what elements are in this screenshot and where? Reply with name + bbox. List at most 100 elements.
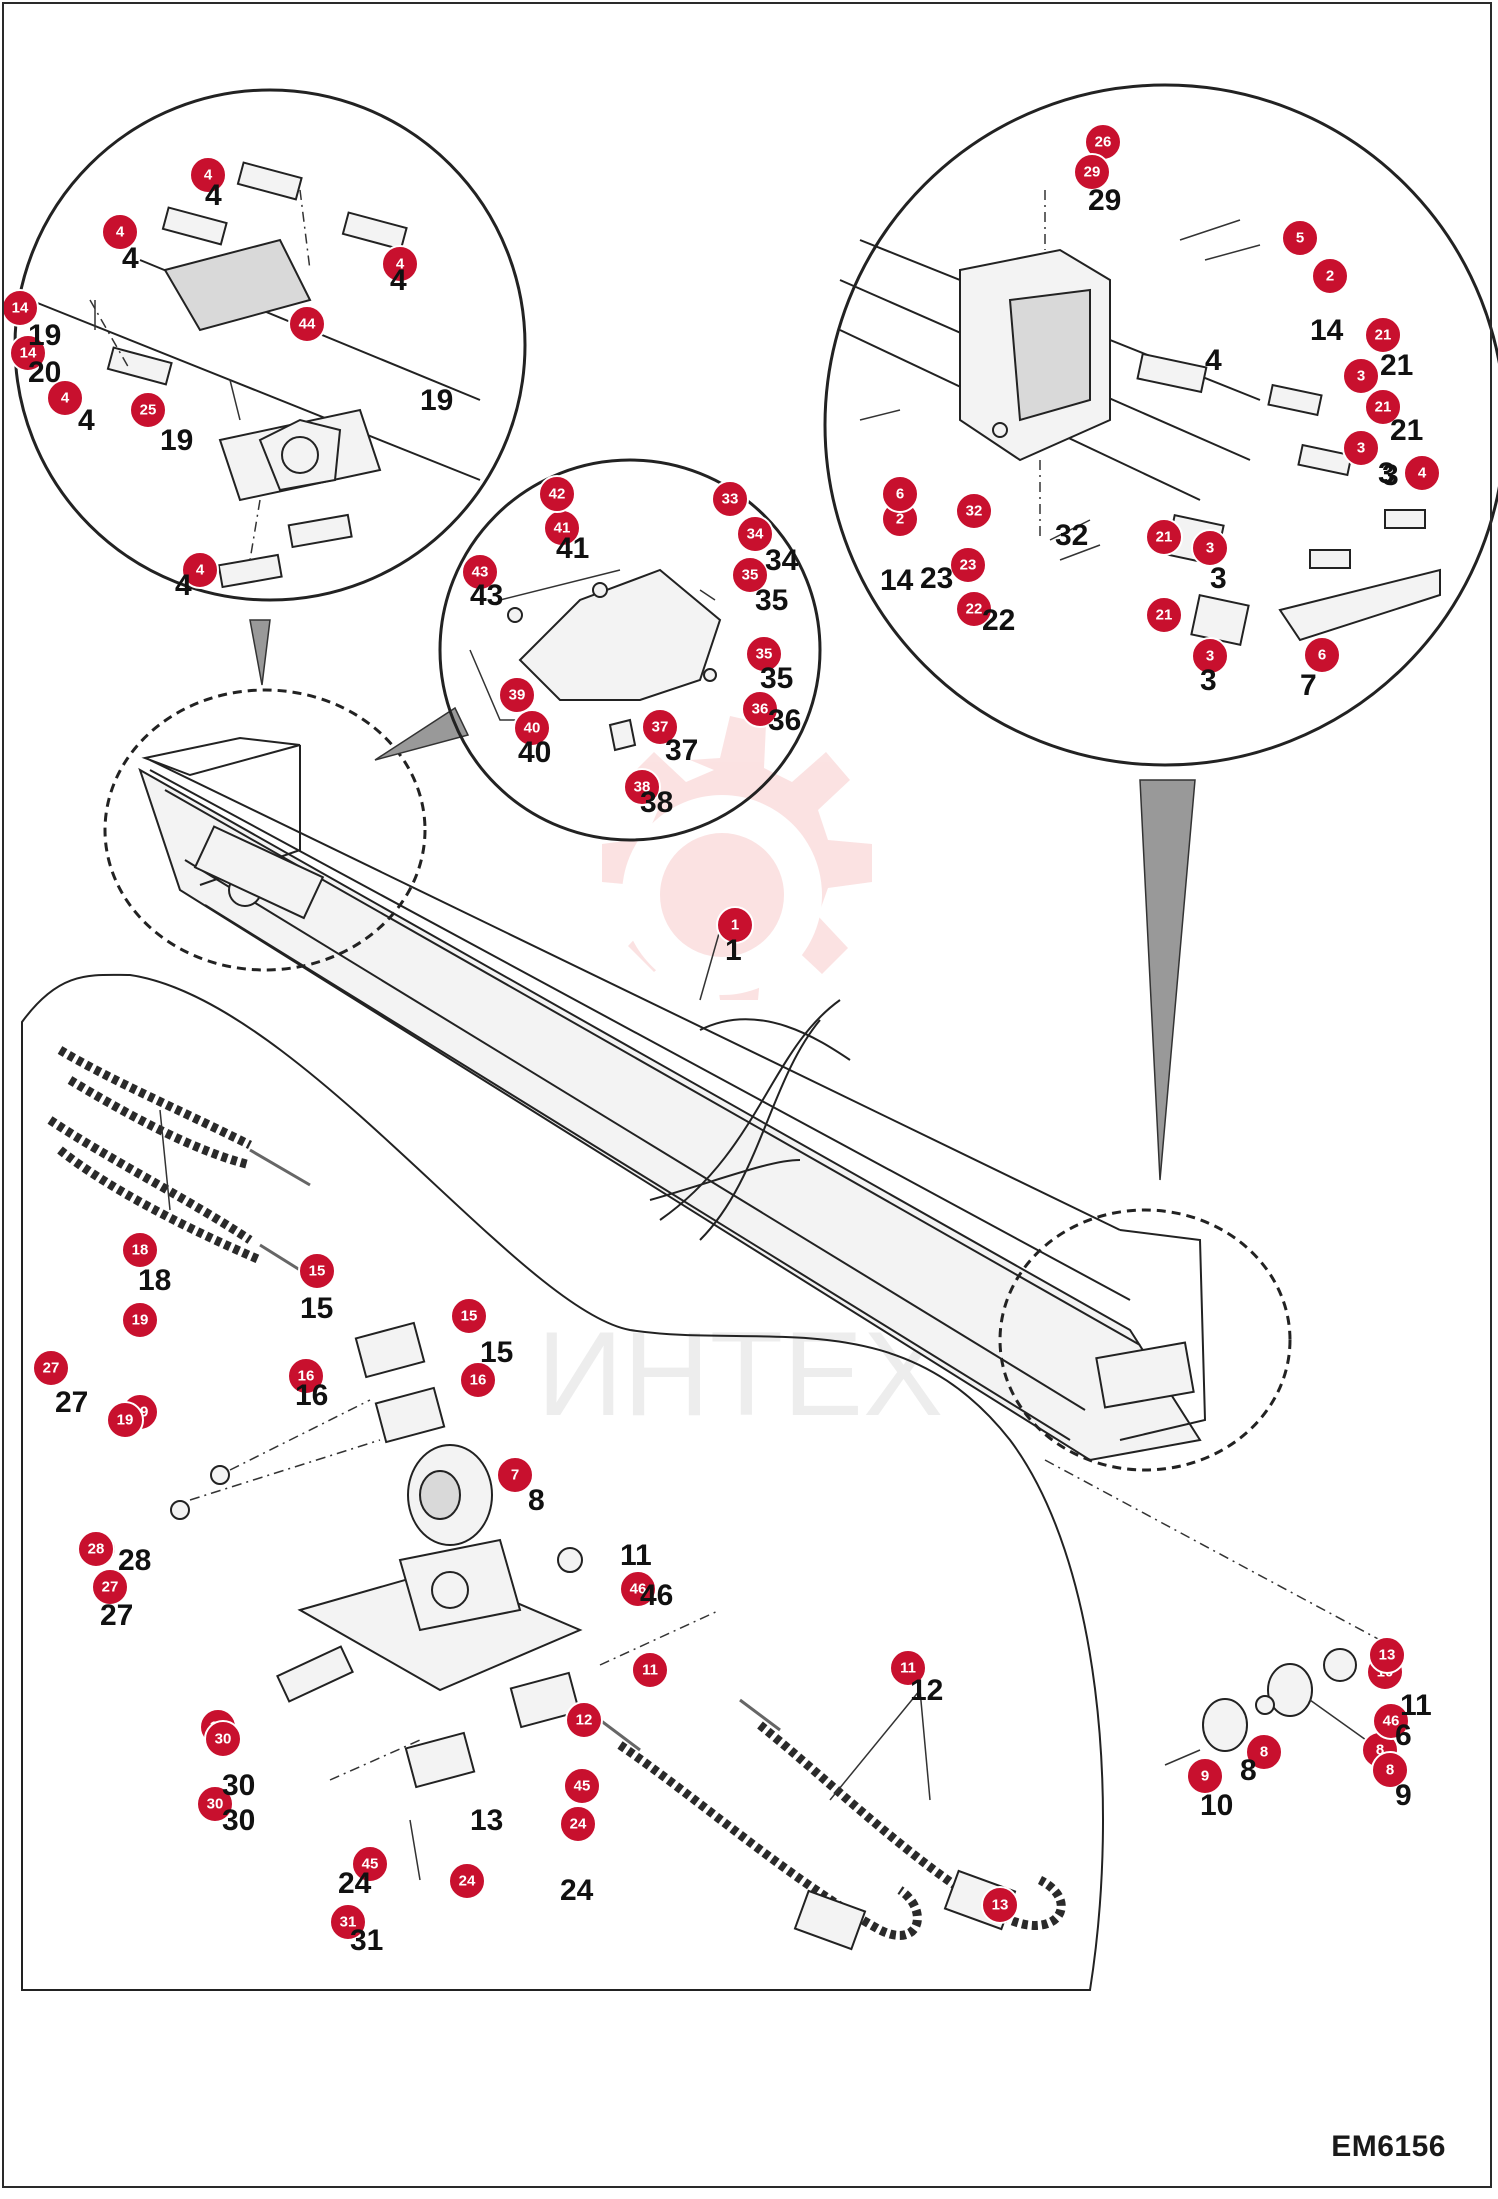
callout-badge-6: 6	[882, 476, 918, 512]
callout-label-3: 3	[1200, 664, 1217, 697]
callout-badge-number: 12	[576, 1712, 593, 1729]
callout-badge-number: 21	[1375, 327, 1392, 344]
callout-badge-number: 25	[140, 402, 157, 419]
callout-label-21: 21	[1380, 349, 1413, 382]
callout-badge-number: 40	[524, 720, 541, 737]
callout-label-3: 3	[1210, 562, 1227, 595]
callout-label-24: 24	[560, 1874, 594, 1907]
callout-badge-27: 27	[33, 1350, 69, 1386]
callout-badge-number: 24	[570, 1816, 587, 1833]
callout-badge-23: 23	[950, 547, 986, 583]
callout-badge-number: 24	[459, 1873, 476, 1890]
callout-badge-number: 18	[132, 1242, 149, 1259]
callout-label-22: 22	[982, 604, 1015, 637]
callout-badge-number: 15	[309, 1263, 326, 1280]
callout-badge-number: 13	[1379, 1647, 1396, 1664]
callout-label-40: 40	[518, 736, 551, 769]
callout-badge-number: 39	[509, 687, 526, 704]
callout-label-1: 1	[725, 934, 742, 967]
callout-label-9: 9	[1395, 1779, 1412, 1812]
callout-label-14: 14	[880, 564, 914, 597]
callout-label-8: 8	[1240, 1754, 1257, 1787]
callout-badge-number: 9	[1201, 1768, 1209, 1785]
callout-label-35: 35	[760, 662, 793, 695]
callout-badge-number: 16	[470, 1372, 487, 1389]
callout-label-24: 24	[338, 1867, 372, 1900]
callout-badge-number: 27	[43, 1360, 60, 1377]
callout-badge-number: 34	[747, 526, 764, 543]
callout-label-4: 4	[1205, 344, 1222, 377]
callout-badge-number: 28	[88, 1541, 105, 1558]
callout-badge-number: 19	[132, 1312, 149, 1329]
callout-badge-6: 6	[1304, 637, 1340, 673]
callout-label-23: 23	[920, 562, 953, 595]
callout-label-29: 29	[1088, 184, 1121, 217]
callout-label-4: 4	[205, 179, 222, 212]
callout-label-30: 30	[222, 1804, 255, 1837]
callout-label-15: 15	[300, 1292, 333, 1325]
callout-badge-number: 13	[992, 1897, 1009, 1914]
callout-badge-11: 11	[632, 1652, 668, 1688]
callout-label-11: 11	[620, 1539, 652, 1572]
callout-badge-number: 2	[1326, 268, 1334, 285]
callout-badge-number: 4	[116, 224, 125, 241]
callout-badge-number: 6	[1318, 647, 1326, 664]
callout-badge-24: 24	[449, 1863, 485, 1899]
callout-badge-45: 45	[564, 1768, 600, 1804]
callout-label-13: 13	[470, 1804, 503, 1837]
callout-badge-number: 29	[1084, 164, 1101, 181]
callout-badge-3: 3	[1192, 530, 1228, 566]
callout-label-16: 16	[295, 1379, 328, 1412]
callout-badge-2: 2	[1312, 258, 1348, 294]
callout-badge-number: 26	[1095, 134, 1112, 151]
callout-badge-number: 8	[1386, 1762, 1394, 1779]
callout-label-31: 31	[350, 1924, 383, 1957]
callout-label-14: 14	[1310, 314, 1344, 347]
callout-badge-number: 23	[960, 557, 977, 574]
callout-label-37: 37	[665, 734, 698, 767]
callout-badge-number: 14	[12, 300, 29, 317]
callout-badge-5: 5	[1282, 220, 1318, 256]
callout-label-28: 28	[118, 1544, 151, 1577]
callout-label-35: 35	[755, 584, 788, 617]
callout-label-46: 46	[640, 1579, 673, 1612]
callout-badge-18: 18	[122, 1232, 158, 1268]
callout-badge-number: 43	[472, 564, 489, 581]
callout-badge-number: 4	[61, 390, 70, 407]
callout-badge-19: 19	[107, 1402, 143, 1438]
callout-badges: 1223333444444566788891011111213131414151…	[2, 124, 1440, 1940]
callout-badge-number: 35	[756, 646, 773, 663]
callout-badge-number: 35	[742, 567, 759, 584]
callout-label-18: 18	[138, 1264, 171, 1297]
callout-label-6: 6	[1395, 1719, 1412, 1752]
callout-badge-number: 21	[1375, 399, 1392, 416]
callout-badge-19: 19	[122, 1302, 158, 1338]
callout-label-38: 38	[640, 786, 673, 819]
callout-badge-number: 30	[215, 1731, 232, 1748]
callout-badge-number: 32	[966, 503, 983, 520]
callout-badge-21: 21	[1365, 317, 1401, 353]
callout-label-12: 12	[910, 1674, 943, 1707]
callout-badge-number: 21	[1156, 607, 1173, 624]
callout-badge-12: 12	[566, 1702, 602, 1738]
document-code: EM6156	[1331, 2130, 1446, 2164]
callout-label-27: 27	[55, 1386, 88, 1419]
callout-badge-30: 30	[205, 1721, 241, 1757]
detail-view-rear-mount	[15, 90, 525, 600]
callout-badge-number: 11	[642, 1662, 658, 1679]
callout-badge-number: 8	[1260, 1744, 1268, 1761]
callout-label-10: 10	[1200, 1789, 1233, 1822]
callout-label-41: 41	[556, 532, 589, 565]
callout-label-19: 19	[420, 384, 453, 417]
callout-label-4: 4	[78, 404, 95, 437]
callout-badge-number: 45	[574, 1778, 591, 1795]
callout-badge-number: 3	[1206, 648, 1214, 665]
callout-badge-number: 5	[1296, 230, 1304, 247]
callout-label-43: 43	[470, 579, 503, 612]
callout-badge-28: 28	[78, 1531, 114, 1567]
callout-badge-44: 44	[289, 306, 325, 342]
callout-badge-number: 3	[1357, 440, 1365, 457]
callout-label-15: 15	[480, 1336, 513, 1369]
callout-badge-21: 21	[1146, 519, 1182, 555]
